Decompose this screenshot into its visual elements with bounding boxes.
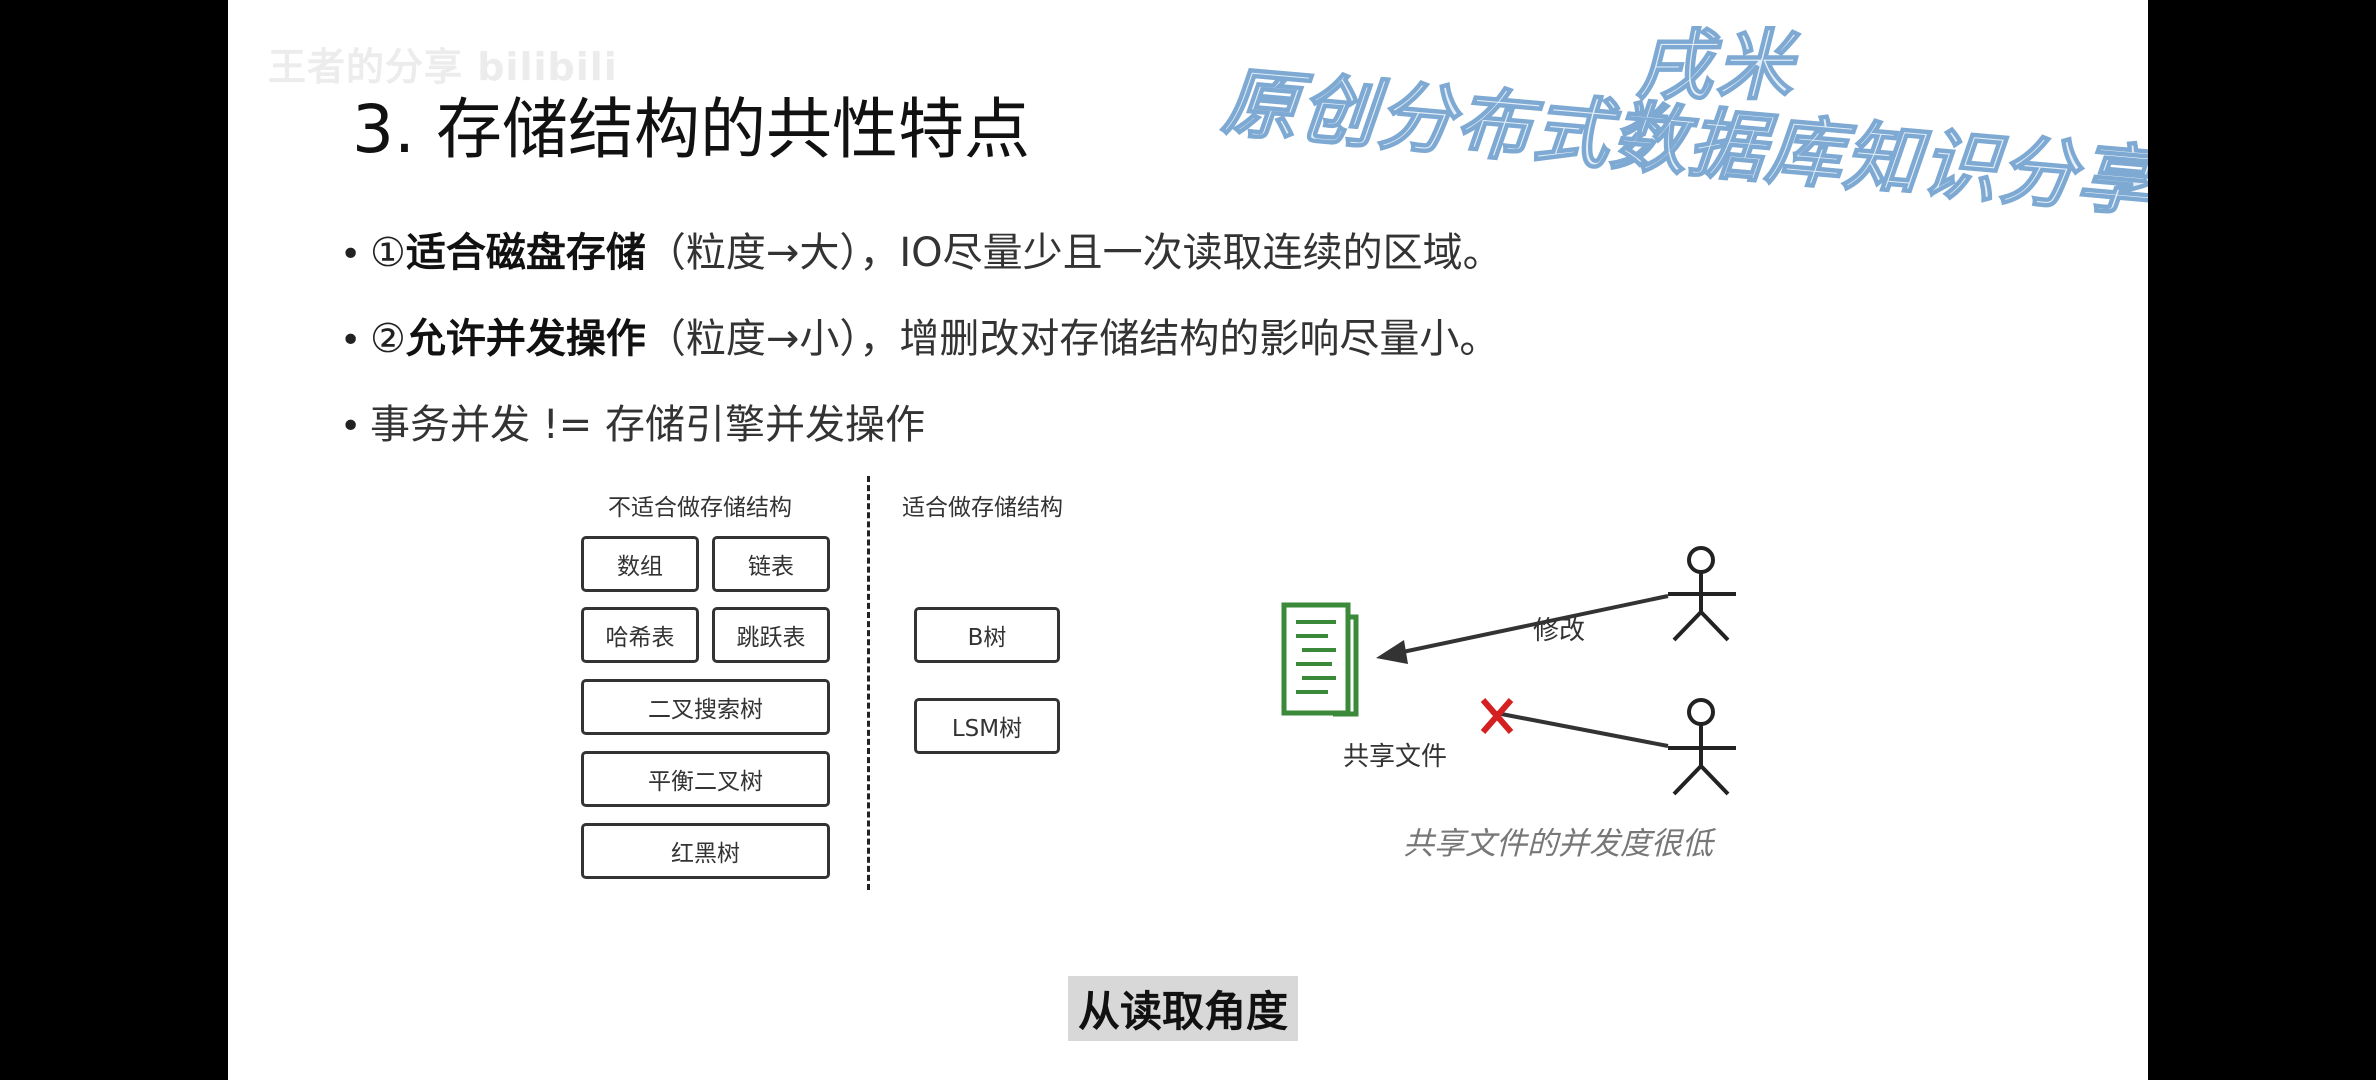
bullet-item: •①适合磁盘存储（粒度→大），IO尽量少且一次读取连续的区域。 bbox=[340, 220, 1503, 306]
slide-title: 3. 存储结构的共性特点 bbox=[352, 91, 1030, 168]
diagram-caption: 共享文件的并发度很低 bbox=[1403, 826, 1713, 862]
bullet-item: •事务并发 != 存储引擎并发操作 bbox=[340, 392, 1503, 478]
bullet-bold: 适合磁盘存储 bbox=[405, 230, 646, 276]
bullet-item: •②允许并发操作（粒度→小），增删改对存储结构的影响尽量小。 bbox=[340, 306, 1503, 392]
channel-watermark: 王者的分享 bilibili bbox=[268, 45, 618, 89]
bullet-num: ① bbox=[370, 230, 406, 276]
structure-box: LSM树 bbox=[914, 698, 1060, 754]
bullet-num: ② bbox=[370, 316, 406, 362]
shared-file-label: 共享文件 bbox=[1343, 742, 1448, 772]
diagram-divider bbox=[867, 476, 870, 890]
author-watermark: 戌米 原创分布式数据库知识分享 bbox=[1218, 0, 2148, 260]
user-icon bbox=[1668, 698, 1736, 796]
structure-box: B树 bbox=[914, 607, 1060, 663]
slide: 王者的分享 bilibili 戌米 原创分布式数据库知识分享 3. 存储结构的共… bbox=[228, 0, 2148, 1080]
bullet-dot: • bbox=[340, 320, 362, 361]
bullet-bold: 允许并发操作 bbox=[405, 316, 646, 362]
blocked-line bbox=[1480, 698, 1669, 748]
video-subtitle: 从读取角度 bbox=[1068, 976, 1299, 1041]
structure-box: 平衡二叉树 bbox=[581, 751, 830, 807]
modify-label: 修改 bbox=[1533, 616, 1586, 646]
structure-box: 红黑树 bbox=[581, 823, 830, 879]
modify-arrow bbox=[1376, 594, 1669, 664]
structure-box: 链表 bbox=[712, 536, 830, 592]
bullet-text: 事务并发 != 存储引擎并发操作 bbox=[370, 402, 925, 448]
bullet-dot: • bbox=[340, 234, 362, 275]
watermark-author: 戌米 bbox=[1635, 20, 1796, 111]
structure-box: 二叉搜索树 bbox=[581, 679, 830, 735]
bullet-list: •①适合磁盘存储（粒度→大），IO尽量少且一次读取连续的区域。 •②允许并发操作… bbox=[340, 220, 1503, 478]
suitable-heading: 适合做存储结构 bbox=[902, 495, 1063, 521]
structure-box: 跳跃表 bbox=[712, 607, 830, 663]
user-icon bbox=[1668, 546, 1736, 642]
unsuitable-heading: 不适合做存储结构 bbox=[608, 495, 792, 521]
bullet-text: （粒度→大），IO尽量少且一次读取连续的区域。 bbox=[645, 230, 1503, 276]
file-icon bbox=[1281, 602, 1359, 717]
structure-box: 数组 bbox=[581, 536, 699, 592]
structure-box: 哈希表 bbox=[581, 607, 699, 663]
bullet-text: （粒度→小），增删改对存储结构的影响尽量小。 bbox=[645, 316, 1500, 362]
bullet-dot: • bbox=[340, 406, 362, 447]
